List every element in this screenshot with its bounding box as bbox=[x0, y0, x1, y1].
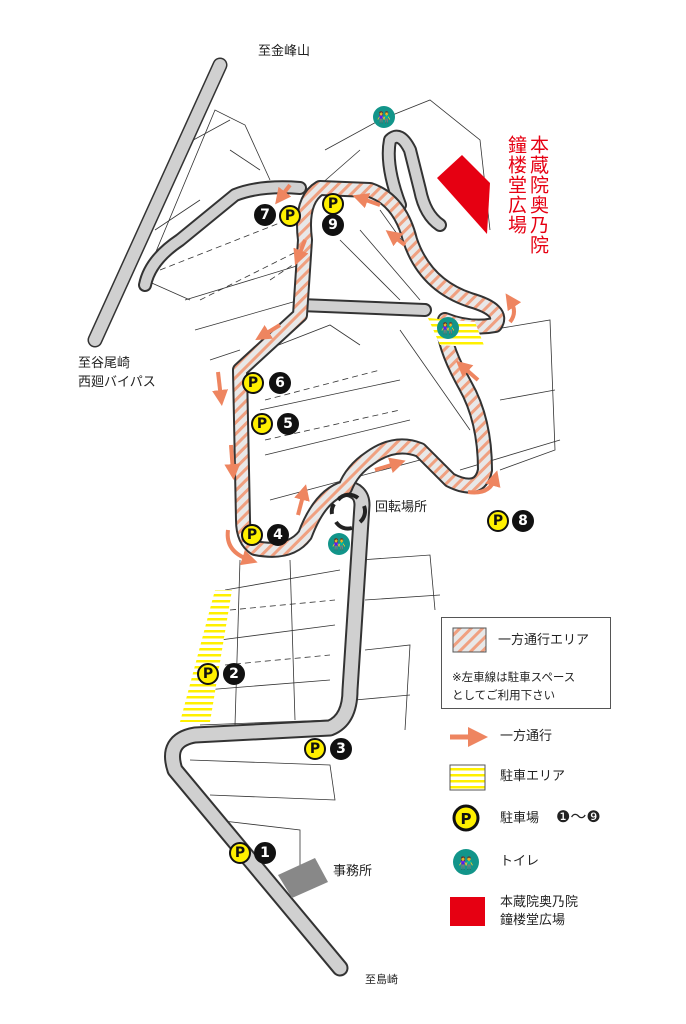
label-turnaround: 回転場所 bbox=[375, 500, 428, 515]
legend-oneway-area: 一方通行エリア bbox=[498, 633, 590, 648]
parking-p-icon: P bbox=[279, 205, 301, 227]
parking-number: 7 bbox=[254, 204, 276, 226]
svg-text:👫: 👫 bbox=[332, 538, 346, 551]
legend-parking-lot: 駐車場 bbox=[500, 811, 540, 826]
parking-p-icon: P bbox=[487, 510, 509, 532]
svg-text:👫: 👫 bbox=[377, 111, 391, 124]
roundabout-icon bbox=[329, 492, 368, 531]
legend-temple-2: 鐘楼堂広場 bbox=[500, 913, 566, 928]
parking-number: 8 bbox=[512, 510, 534, 532]
office-building bbox=[278, 858, 328, 898]
parking-number: 1 bbox=[254, 842, 276, 864]
parking-number: 2 bbox=[223, 663, 245, 685]
legend-parking-swatch bbox=[449, 764, 486, 791]
legend-temple-1: 本蔵院奥乃院 bbox=[500, 895, 579, 910]
parking-p-icon: P bbox=[322, 193, 344, 215]
parking-number: 6 bbox=[269, 372, 291, 394]
legend-note-2: としてご利用下さい bbox=[452, 688, 556, 702]
label-temple-line1: 本蔵院奥乃院 bbox=[527, 135, 549, 255]
svg-text:P: P bbox=[461, 810, 472, 828]
legend-note-1: ※左車線は駐車スペース bbox=[452, 670, 576, 684]
label-to-kinbosan: 至金峰山 bbox=[258, 44, 311, 59]
legend-parking-icon: P bbox=[452, 804, 480, 832]
legend-toilet-icon: 👫 bbox=[453, 849, 479, 875]
roads bbox=[87, 57, 506, 977]
legend-temple-swatch bbox=[450, 897, 485, 926]
toilet-icon: 👫 bbox=[373, 106, 395, 128]
parking-area-left bbox=[180, 590, 232, 722]
legend-box: 一方通行エリア ※左車線は駐車スペース としてご利用下さい bbox=[441, 617, 611, 709]
svg-text:👫: 👫 bbox=[459, 856, 474, 870]
label-office: 事務所 bbox=[333, 864, 373, 879]
toilet-icon: 👫 bbox=[328, 533, 350, 555]
legend-parking-area: 駐車エリア bbox=[500, 769, 566, 784]
legend-parking-range: ❶〜❾ bbox=[556, 807, 601, 826]
label-bypass: 西廻バイパス bbox=[78, 375, 156, 390]
parking-p-icon: P bbox=[241, 524, 263, 546]
label-to-shimazaki: 至島崎 bbox=[365, 973, 398, 986]
legend-hatch-swatch bbox=[452, 627, 487, 653]
parking-number: 5 bbox=[277, 413, 299, 435]
legend-toilet: トイレ bbox=[500, 854, 540, 869]
parking-p-icon: P bbox=[197, 663, 219, 685]
label-to-taniozaki: 至谷尾崎 bbox=[78, 356, 131, 371]
toilet-icon: 👫 bbox=[437, 317, 459, 339]
parking-p-icon: P bbox=[251, 413, 273, 435]
parking-number: 4 bbox=[267, 524, 289, 546]
parking-p-icon: P bbox=[229, 842, 251, 864]
oneway-arrows bbox=[212, 183, 522, 566]
parking-p-icon: P bbox=[304, 738, 326, 760]
temple-plaza bbox=[437, 155, 490, 234]
parking-number: 3 bbox=[330, 738, 352, 760]
svg-text:👫: 👫 bbox=[441, 322, 455, 335]
parking-p-icon: P bbox=[242, 372, 264, 394]
parking-number: 9 bbox=[322, 214, 344, 236]
label-temple-line2: 鐘楼堂広場 bbox=[505, 135, 527, 235]
legend-oneway: 一方通行 bbox=[500, 729, 553, 744]
